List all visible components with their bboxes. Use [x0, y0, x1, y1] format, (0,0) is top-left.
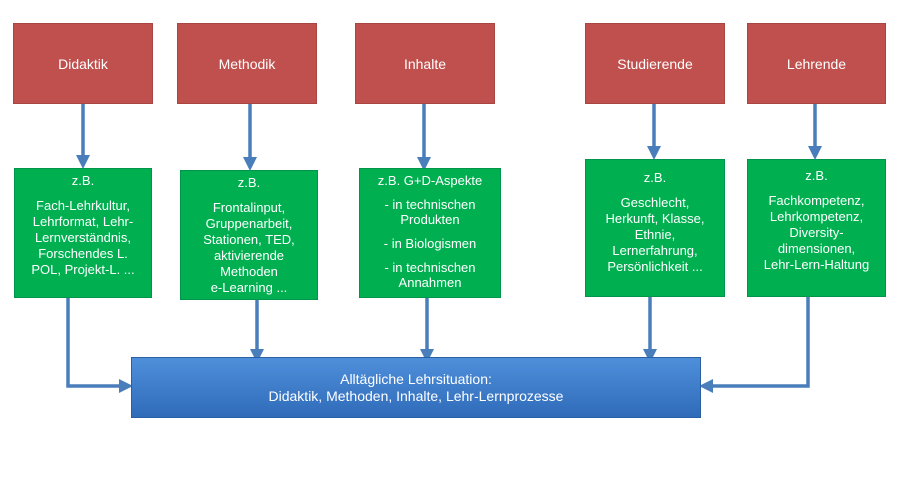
examples-line: Gruppenarbeit,: [205, 216, 293, 231]
category-box-studierende: Studierende: [585, 23, 725, 104]
examples-line: aktivierende: [213, 248, 285, 263]
examples-line: Fachkompetenz,: [768, 193, 865, 208]
examples-line: Ethnie,: [634, 227, 676, 242]
arrow-didaktik-examples-to-result: [66, 298, 133, 393]
examples-line: Lehr-Lern-Haltung: [763, 257, 870, 272]
examples-line: - in technischen: [384, 260, 476, 275]
examples-line: Annahmen: [398, 275, 462, 290]
examples-line: Lehrkompetenz,: [769, 209, 864, 224]
examples-line: Fach-Lehrkultur,: [36, 198, 130, 213]
examples-line: z.B. G+D-Aspekte: [377, 173, 483, 188]
result-subtitle: Didaktik, Methoden, Inhalte, Lehr-Lernpr…: [268, 387, 564, 404]
examples-line: Diversity-: [789, 225, 844, 240]
category-title: Lehrende: [786, 55, 847, 72]
examples-line: Lernerfahrung,: [612, 243, 698, 258]
examples-line: - in technischen: [384, 197, 476, 212]
result-box: Alltägliche Lehrsituation: Didaktik, Met…: [131, 357, 701, 418]
examples-line: z.B.: [643, 170, 667, 185]
examples-line: - in Biologismen: [383, 236, 477, 251]
result-title: Alltägliche Lehrsituation:: [340, 370, 492, 387]
examples-line: z.B.: [237, 175, 261, 190]
examples-box-lehrende: z.B. Fachkompetenz, Lehrkompetenz, Diver…: [747, 159, 886, 297]
examples-line: Herkunft, Klasse,: [605, 211, 705, 226]
examples-box-methodik: z.B. Frontalinput, Gruppenarbeit, Statio…: [180, 170, 318, 300]
examples-line: Persönlichkeit ...: [607, 259, 703, 274]
category-box-methodik: Methodik: [177, 23, 317, 104]
category-title: Didaktik: [58, 55, 108, 72]
examples-box-didaktik: z.B. Fach-Lehrkultur, Lehrformat, Lehr- …: [14, 168, 152, 298]
examples-line: dimensionen,: [777, 241, 856, 256]
examples-line: Lehrformat, Lehr-: [32, 214, 134, 229]
examples-line: Lernverständnis,: [34, 230, 132, 245]
category-title: Studierende: [617, 55, 693, 72]
examples-line: Frontalinput,: [212, 200, 286, 215]
examples-line: e-Learning ...: [210, 280, 288, 295]
examples-line: Produkten: [400, 212, 460, 227]
arrow-lehrende-examples-to-result: [699, 297, 810, 393]
category-box-didaktik: Didaktik: [13, 23, 153, 104]
category-box-inhalte: Inhalte: [355, 23, 495, 104]
examples-line: z.B.: [805, 168, 828, 183]
category-box-lehrende: Lehrende: [747, 23, 886, 104]
examples-box-inhalte: z.B. G+D-Aspekte - in technischen Produk…: [359, 168, 501, 298]
examples-line: Stationen, TED,: [203, 232, 295, 247]
category-title: Inhalte: [403, 55, 447, 72]
examples-line: Methoden: [220, 264, 278, 279]
examples-line: z.B.: [71, 173, 95, 188]
examples-line: POL, Projekt-L. ...: [31, 262, 135, 277]
examples-line: Forschendes L.: [38, 246, 128, 261]
category-title: Methodik: [218, 55, 276, 72]
examples-line: Geschlecht,: [620, 195, 690, 210]
examples-box-studierende: z.B. Geschlecht, Herkunft, Klasse, Ethni…: [585, 159, 725, 297]
